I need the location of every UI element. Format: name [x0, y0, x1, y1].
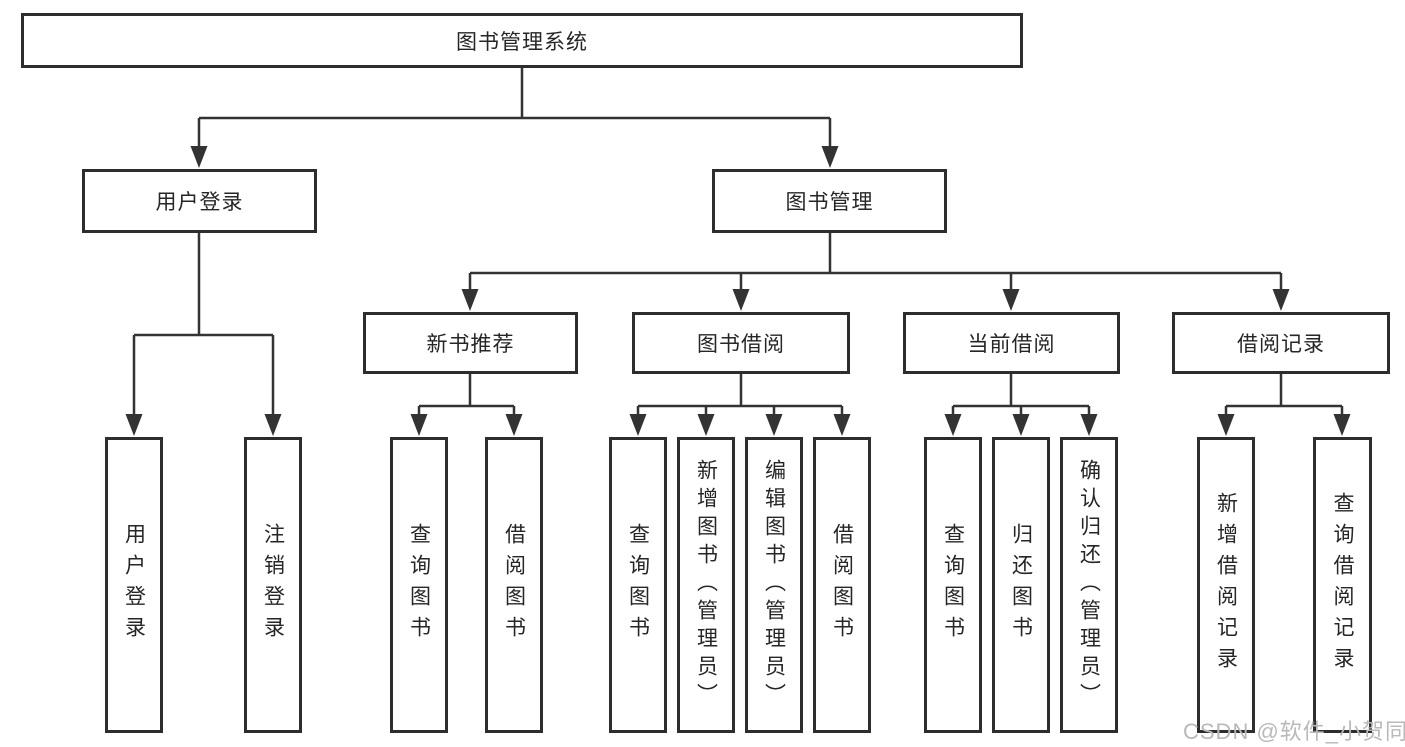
leaf-borrow-books-recommend: 借阅图书 [485, 437, 543, 733]
node-book-management: 图书管理 [712, 169, 947, 233]
node-borrowing-records: 借阅记录 [1172, 312, 1390, 374]
leaf-query-borrow-record: 查询借阅记录 [1313, 437, 1372, 733]
node-new-book-recommend-label: 新书推荐 [426, 333, 515, 356]
arrowheads [125, 146, 1351, 436]
node-borrowing-records-label: 借阅记录 [1237, 333, 1325, 356]
leaf-user-login: 用户登录 [105, 437, 163, 733]
node-book-borrowing: 图书借阅 [632, 312, 850, 374]
leaf-edit-books-admin: 编辑图书（管理员） [745, 437, 803, 733]
csdn-watermark: CSDN @软件_小贺同学 [1183, 719, 1405, 744]
leaf-borrow-books-borrowing: 借阅图书 [813, 437, 871, 733]
leaf-query-books-current: 查询图书 [924, 437, 982, 733]
leaf-return-books-label: 归还图书 [1009, 523, 1033, 647]
leaf-edit-books-admin-label: 编辑图书（管理员） [762, 459, 786, 711]
leaf-add-books-admin: 新增图书（管理员） [677, 437, 735, 733]
leaf-query-books-borrowing-label: 查询图书 [626, 523, 650, 647]
leaf-confirm-return-admin-label: 确认归还（管理员） [1077, 459, 1101, 711]
leaf-query-borrow-record-label: 查询借阅记录 [1331, 492, 1354, 678]
leaf-borrow-books-recommend-label: 借阅图书 [502, 523, 526, 647]
leaf-return-books: 归还图书 [992, 437, 1050, 733]
node-current-borrowing: 当前借阅 [903, 312, 1120, 374]
leaf-query-books-current-label: 查询图书 [941, 523, 965, 647]
leaf-add-borrow-record-label: 新增借阅记录 [1214, 492, 1238, 678]
node-user-login: 用户登录 [82, 169, 317, 233]
leaf-add-books-admin-label: 新增图书（管理员） [694, 459, 718, 711]
node-book-borrowing-label: 图书借阅 [697, 333, 785, 356]
leaf-logout: 注销登录 [244, 437, 302, 733]
node-new-book-recommend: 新书推荐 [363, 312, 578, 374]
node-current-borrowing-label: 当前借阅 [967, 333, 1056, 356]
leaf-confirm-return-admin: 确认归还（管理员） [1060, 437, 1118, 733]
leaf-add-borrow-record: 新增借阅记录 [1197, 437, 1255, 733]
node-root-label: 图书管理系统 [456, 30, 588, 54]
node-book-management-label: 图书管理 [785, 191, 874, 214]
leaf-query-books-recommend-label: 查询图书 [407, 523, 431, 647]
leaf-user-login-label: 用户登录 [122, 523, 146, 647]
node-user-login-label: 用户登录 [155, 191, 244, 214]
leaf-query-books-recommend: 查询图书 [390, 437, 448, 733]
leaf-borrow-books-borrowing-label: 借阅图书 [830, 523, 854, 647]
leaf-logout-label: 注销登录 [261, 523, 285, 647]
node-root: 图书管理系统 [21, 13, 1023, 68]
leaf-query-books-borrowing: 查询图书 [609, 437, 667, 733]
